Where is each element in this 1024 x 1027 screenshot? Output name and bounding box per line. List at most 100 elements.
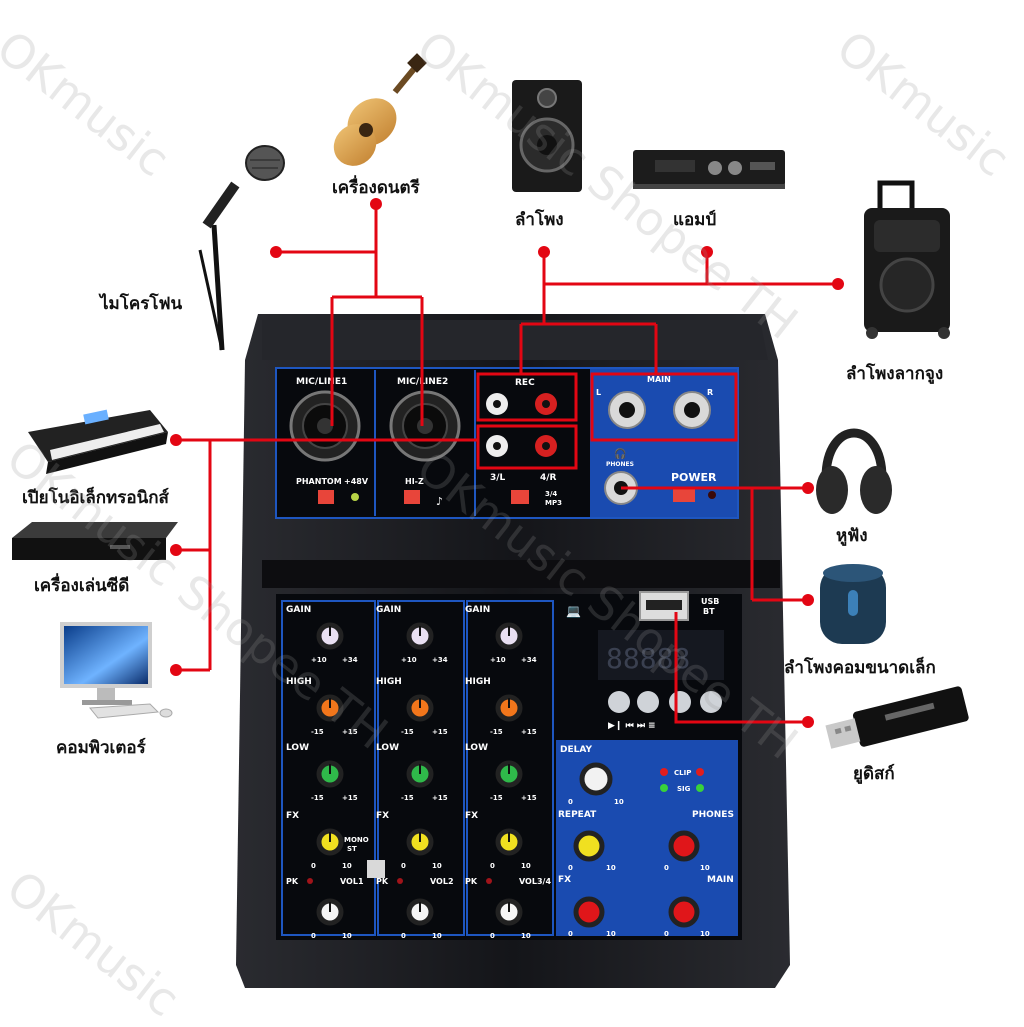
label-r: R bbox=[707, 388, 713, 397]
repeat-max: 10 bbox=[606, 864, 616, 872]
rca-input-jacks[interactable] bbox=[486, 435, 557, 457]
label-usb-drive: ยูดิสก์ bbox=[853, 764, 895, 784]
main-min: 0 bbox=[664, 930, 669, 938]
channel-2-peak-led bbox=[397, 878, 403, 884]
mp3-button[interactable] bbox=[511, 490, 529, 504]
main-max: 10 bbox=[700, 930, 710, 938]
phones-min: 0 bbox=[664, 864, 669, 872]
channel-3-fx-min: 0 bbox=[490, 862, 495, 870]
channel-1-peak-led bbox=[307, 878, 313, 884]
usb-drive-icon bbox=[825, 686, 969, 749]
computer-icon bbox=[60, 622, 173, 719]
phantom-button[interactable] bbox=[318, 490, 334, 504]
label-computer: คอมพิวเตอร์ bbox=[56, 738, 146, 758]
svg-text:88888: 88888 bbox=[606, 642, 690, 675]
connection-lines bbox=[176, 204, 838, 724]
mono-st-button[interactable] bbox=[367, 860, 385, 878]
label-usb: USB bbox=[701, 597, 719, 606]
channel-1-vol-min: 0 bbox=[311, 932, 316, 940]
label-mic-line1: MIC/LINE1 bbox=[296, 377, 347, 387]
label-trolley-speaker: ลำโพงลากจูง bbox=[846, 364, 944, 384]
label-main-knob: MAIN bbox=[707, 875, 734, 885]
repeat-min: 0 bbox=[568, 864, 573, 872]
headphones-icon bbox=[816, 428, 892, 514]
speaker-icon bbox=[512, 80, 582, 192]
label-fx-return: FX bbox=[558, 875, 571, 885]
channel-3-low-min: -15 bbox=[490, 794, 503, 802]
label-small-speaker: ลำโพงคอมขนาดเล็ก bbox=[784, 658, 936, 678]
label-mp3: MP3 bbox=[545, 499, 562, 507]
phones-knob[interactable] bbox=[668, 830, 700, 862]
label-l: L bbox=[596, 388, 601, 397]
channel-1-low-max: +15 bbox=[342, 794, 358, 802]
next-button[interactable] bbox=[669, 691, 691, 713]
channel-1-vol-label: VOL1 bbox=[340, 877, 364, 886]
hiz-button[interactable] bbox=[404, 490, 420, 504]
prev-button[interactable] bbox=[637, 691, 659, 713]
channel-1-fx-label: FX bbox=[286, 811, 299, 821]
channel-2-high-label: HIGH bbox=[376, 677, 402, 687]
main-knob[interactable] bbox=[668, 896, 700, 928]
channel-3-low-max: +15 bbox=[521, 794, 537, 802]
label-bt: BT bbox=[703, 607, 715, 616]
label-phones-top: PHONES bbox=[606, 461, 634, 468]
channel-1-high-min: -15 bbox=[311, 728, 324, 736]
xlr-jack-2[interactable] bbox=[389, 390, 461, 462]
channel-2-pk-label: PK bbox=[376, 877, 389, 886]
phones-max: 10 bbox=[700, 864, 710, 872]
guitar-icon bbox=[333, 53, 427, 166]
fx-return-max: 10 bbox=[606, 930, 616, 938]
play-pause-button[interactable] bbox=[608, 691, 630, 713]
xlr-jack-1[interactable] bbox=[289, 390, 361, 462]
fx-return-min: 0 bbox=[568, 930, 573, 938]
fx-return-knob[interactable] bbox=[573, 896, 605, 928]
channel-2-high-max: +15 bbox=[432, 728, 448, 736]
label-phantom: PHANTOM bbox=[296, 477, 342, 486]
channel-2-low-max: +15 bbox=[432, 794, 448, 802]
phantom-led bbox=[351, 493, 359, 501]
label-phones-knob: PHONES bbox=[692, 810, 734, 820]
amplifier-icon bbox=[633, 150, 785, 189]
label-mono: MONO bbox=[344, 836, 369, 844]
connection-dots bbox=[170, 198, 844, 728]
channel-3-high-min: -15 bbox=[490, 728, 503, 736]
label-delay: DELAY bbox=[560, 745, 592, 755]
label-main: MAIN bbox=[647, 375, 671, 384]
channel-2-high-min: -15 bbox=[401, 728, 414, 736]
rca-rec-jacks[interactable] bbox=[486, 393, 557, 415]
label-rec: REC bbox=[515, 378, 535, 388]
label-microphone: ไมโครโฟน bbox=[100, 294, 183, 314]
menu-button[interactable] bbox=[700, 691, 722, 713]
guitar-glyph-icon: ♪ bbox=[436, 495, 443, 508]
channel-2-gain-max: +34 bbox=[432, 656, 448, 664]
channel-3-peak-led bbox=[486, 878, 492, 884]
label-sig: SIG bbox=[677, 785, 691, 793]
power-button[interactable] bbox=[673, 488, 695, 502]
label-cd-player: เครื่องเล่นซีดี bbox=[34, 576, 130, 596]
channel-1-pk-label: PK bbox=[286, 877, 299, 886]
channel-1-high-max: +15 bbox=[342, 728, 358, 736]
computer-glyph-icon: 💻 bbox=[566, 604, 581, 618]
channel-2-gain-min: +10 bbox=[401, 656, 417, 664]
delay-knob[interactable] bbox=[579, 762, 613, 796]
channel-1-low-label: LOW bbox=[286, 743, 309, 753]
repeat-knob[interactable] bbox=[573, 830, 605, 862]
channel-3-fx-label: FX bbox=[465, 811, 478, 821]
small-speaker-icon bbox=[820, 564, 886, 644]
channel-3-gain-label: GAIN bbox=[465, 605, 490, 615]
channel-3-high-label: HIGH bbox=[465, 677, 491, 687]
label-speaker: ลำโพง bbox=[515, 210, 564, 230]
label-st: ST bbox=[347, 845, 357, 853]
channel-1-fx-max: 10 bbox=[342, 862, 352, 870]
channel-3-low-label: LOW bbox=[465, 743, 488, 753]
delay-max: 10 bbox=[614, 798, 624, 806]
label-48v: +48V bbox=[344, 477, 369, 486]
channel-3-fx-max: 10 bbox=[521, 862, 531, 870]
label-mp3-34: 3/4 bbox=[545, 490, 557, 498]
transport-glyphs-icon: ▶❙ ⏮ ⏭ ≡ bbox=[608, 721, 656, 731]
main-out-jacks[interactable] bbox=[608, 391, 711, 429]
led-display: 88888 bbox=[606, 642, 690, 675]
channel-2-low-label: LOW bbox=[376, 743, 399, 753]
delay-min: 0 bbox=[568, 798, 573, 806]
